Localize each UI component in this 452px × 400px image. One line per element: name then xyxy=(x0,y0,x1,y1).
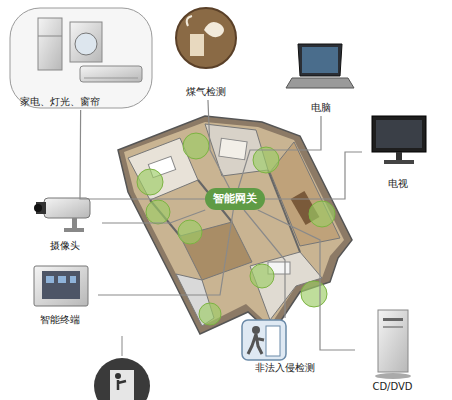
device-label: 电脑 xyxy=(282,102,360,114)
terminal-icon-part xyxy=(58,276,66,283)
apartment-model-part xyxy=(301,281,327,307)
tv-icon-part xyxy=(396,152,402,160)
appliances-group-part xyxy=(75,33,97,55)
terminal-icon-part xyxy=(46,276,54,283)
device-label: CD/DVD xyxy=(355,381,430,393)
tv-icon-part xyxy=(376,120,422,148)
appliances-group xyxy=(10,8,152,108)
door-sensor-icon-part xyxy=(118,380,126,390)
appliances-group-part xyxy=(10,8,152,108)
appliances-group-part xyxy=(80,66,142,82)
gas-detector-icon xyxy=(176,8,236,68)
intrusion-icon-part xyxy=(248,334,264,354)
laptop-icon-part xyxy=(302,47,338,73)
hub-label: 智能网关 xyxy=(205,188,265,210)
connector-line xyxy=(208,100,229,188)
apartment-model-part xyxy=(118,116,352,334)
device-label: 家电、灯光、窗帘 xyxy=(8,96,154,108)
door-sensor-icon-part xyxy=(115,373,121,379)
apartment-model-part xyxy=(250,264,274,288)
device-box: CD/DVD xyxy=(355,305,430,395)
camera-icon-part xyxy=(44,198,90,218)
door-sensor-icon xyxy=(94,336,150,400)
device-label: 非法入侵检测 xyxy=(240,362,330,374)
connector-line xyxy=(98,210,233,295)
device-label: 电视 xyxy=(362,178,434,190)
tv-icon-part xyxy=(384,160,414,164)
device-box: 非法入侵检测 xyxy=(240,318,330,376)
camera-icon-part xyxy=(72,218,77,228)
gas-detector-icon-part xyxy=(204,22,224,37)
device-box: 煤气检测 xyxy=(168,4,244,100)
apartment-model-part xyxy=(253,147,279,173)
dvd-player-icon xyxy=(375,310,411,379)
door-sensor-icon-part xyxy=(122,336,123,356)
device-box: 摄像头 xyxy=(28,192,102,254)
appliances-group-part xyxy=(84,78,138,79)
appliances-group-part xyxy=(70,22,102,62)
connector-line xyxy=(265,152,362,199)
apartment-model-part xyxy=(183,133,209,159)
apartment-model-part xyxy=(268,170,300,252)
apartment-model-part xyxy=(137,133,335,325)
terminal-icon-part xyxy=(42,271,80,299)
gas-detector-icon-part xyxy=(190,34,204,56)
intrusion-icon-part xyxy=(266,326,280,356)
intrusion-icon xyxy=(242,320,286,360)
connector-line xyxy=(244,210,285,318)
tv-icon-part xyxy=(372,116,426,152)
device-box: 智能终端 xyxy=(22,262,98,328)
appliance-group-box: 家电、灯光、窗帘 xyxy=(8,6,154,110)
device-label: 煤气检测 xyxy=(168,86,244,98)
laptop-icon-part xyxy=(286,78,354,88)
connector-line xyxy=(80,110,205,199)
appliances-group-part xyxy=(38,18,62,70)
connector-line xyxy=(258,210,355,350)
connector-line xyxy=(238,116,321,188)
connector-line xyxy=(102,210,205,223)
apartment-model-part xyxy=(270,142,340,246)
gas-detector-icon-part xyxy=(187,16,192,26)
camera-icon xyxy=(34,198,90,232)
appliances-group-part xyxy=(38,36,62,37)
laptop-icon xyxy=(286,44,354,88)
intrusion-icon-part xyxy=(252,326,260,334)
door-sensor-icon-part xyxy=(94,358,150,400)
laptop-icon-part xyxy=(298,44,342,76)
device-box: 电脑 xyxy=(282,40,360,116)
terminal-icon xyxy=(34,266,88,306)
camera-icon-part xyxy=(34,204,42,212)
device-label: 摄像头 xyxy=(28,240,102,252)
gateway-hub: 智能网关 xyxy=(205,188,265,210)
apartment-model xyxy=(118,116,352,334)
apartment-model-part xyxy=(146,200,170,224)
camera-icon-part xyxy=(64,228,84,232)
door-sensor-icon-part xyxy=(110,370,134,400)
device-label: 智能终端 xyxy=(22,314,98,326)
apartment-model-part xyxy=(219,138,247,159)
dvd-player-icon-part xyxy=(378,310,408,372)
terminal-icon-part xyxy=(34,266,88,306)
intrusion-icon-part xyxy=(242,320,286,360)
device-box: 电视 xyxy=(362,112,434,192)
dvd-player-icon-part xyxy=(383,326,403,328)
apartment-model-part xyxy=(199,303,221,325)
dvd-player-icon-part xyxy=(375,373,411,379)
gas-detector-icon-part xyxy=(176,8,236,68)
dvd-player-icon-part xyxy=(383,318,403,321)
apartment-model-part xyxy=(178,220,202,244)
apartment-model-part xyxy=(309,201,335,227)
terminal-icon-part xyxy=(70,276,76,283)
apartment-model-part xyxy=(137,169,163,195)
tv-icon xyxy=(372,116,426,164)
